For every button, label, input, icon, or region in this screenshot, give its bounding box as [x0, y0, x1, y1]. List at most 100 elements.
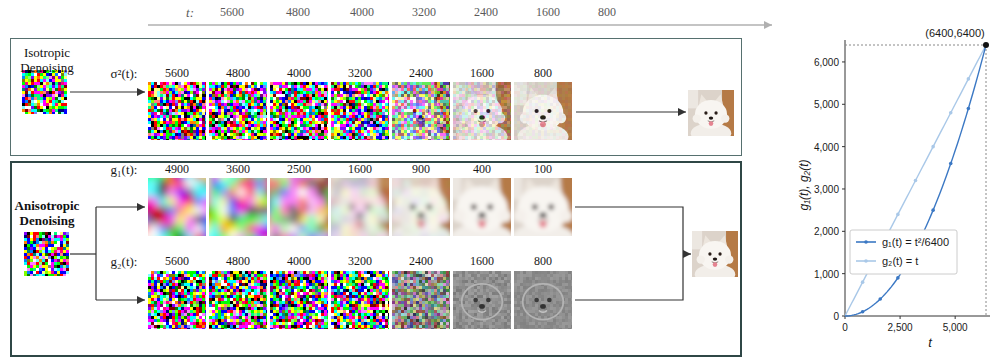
dog-ear: [302, 87, 315, 105]
noise-pixel: [169, 85, 172, 88]
noise-pixel: [273, 121, 276, 124]
noise-pixel: [166, 112, 169, 115]
noise-pixel: [364, 85, 367, 88]
noise-pixel: [370, 118, 373, 121]
noise-pixel: [361, 112, 364, 115]
noise-pixel: [291, 88, 294, 91]
noise-pixel: [36, 253, 39, 256]
noise-pixel: [257, 139, 260, 140]
dog-body: [151, 124, 202, 140]
noise-pixel: [297, 121, 300, 124]
noise-pixel: [48, 247, 51, 250]
noise-pixel: [349, 103, 352, 106]
noise-pixel: [202, 94, 205, 97]
noise-pixel: [196, 82, 199, 85]
noise-pixel: [370, 103, 373, 106]
noise-pixel: [358, 118, 361, 121]
noise-pixel: [340, 85, 343, 88]
noise-pixel: [309, 82, 312, 85]
noise-pixel: [349, 121, 352, 124]
noise-pixel: [199, 118, 202, 121]
noise-pixel: [33, 271, 36, 274]
noise-pixel: [33, 241, 36, 244]
noise-pixel: [151, 109, 154, 112]
noise-pixel: [230, 88, 233, 91]
denoising-step-image: [209, 82, 267, 140]
noise-pixel: [60, 235, 63, 238]
noise-pixel: [199, 130, 202, 133]
noise-pixel: [48, 250, 51, 253]
noise-pixel: [37, 100, 40, 103]
noise-pixel: [43, 76, 46, 79]
noise-pixel: [22, 85, 25, 88]
noise-pixel: [309, 121, 312, 124]
noise-pixel: [25, 79, 28, 82]
noise-pixel: [181, 100, 184, 103]
noise-pixel: [260, 127, 263, 130]
noise-pixel: [370, 115, 373, 118]
noise-layer: [331, 82, 389, 140]
noise-pixel: [294, 91, 297, 94]
noise-pixel: [151, 82, 154, 85]
noise-pixel: [276, 100, 279, 103]
noise-pixel: [36, 274, 39, 276]
noise-pixel: [352, 91, 355, 94]
noise-pixel: [178, 121, 181, 124]
noise-pixel: [263, 109, 266, 112]
noise-pixel: [187, 136, 190, 139]
noise-pixel: [303, 133, 306, 136]
noise-pixel: [349, 88, 352, 91]
noise-pixel: [57, 253, 60, 256]
noise-pixel: [230, 97, 233, 100]
noise-pixel: [270, 85, 273, 88]
noise-pixel: [343, 106, 346, 109]
noise-pixel: [193, 112, 196, 115]
noise-pixel: [48, 253, 51, 256]
noise-pixel: [36, 256, 39, 259]
noise-pixel: [270, 100, 273, 103]
noise-pixel: [190, 82, 193, 85]
noise-pixel: [251, 91, 254, 94]
noise-pixel: [285, 85, 288, 88]
noise-pixel: [358, 94, 361, 97]
noise-pixel: [352, 100, 355, 103]
noise-pixel: [288, 85, 291, 88]
noise-pixel: [199, 136, 202, 139]
noise-pixel: [196, 109, 199, 112]
noise-pixel: [172, 130, 175, 133]
noise-pixel: [315, 118, 318, 121]
noise-pixel: [40, 112, 43, 114]
noise-pixel: [324, 82, 327, 85]
noise-pixel: [233, 115, 236, 118]
noise-pixel: [376, 91, 379, 94]
noise-pixel: [196, 112, 199, 115]
dog-photo: [331, 82, 389, 140]
noise-pixel: [54, 241, 57, 244]
noise-pixel: [324, 103, 327, 106]
noise-pixel: [263, 127, 266, 130]
noise-pixel: [55, 91, 58, 94]
noise-pixel: [157, 118, 160, 121]
noise-pixel: [181, 124, 184, 127]
noise-pixel: [312, 91, 315, 94]
noise-image: [22, 70, 67, 114]
noise-pixel: [245, 82, 248, 85]
noise-pixel: [39, 262, 42, 265]
noise-pixel: [196, 97, 199, 100]
noise-pixel: [266, 130, 267, 133]
noise-pixel: [251, 127, 254, 130]
noise-pixel: [321, 100, 324, 103]
noise-pixel: [382, 94, 385, 97]
noise-pixel: [157, 109, 160, 112]
noise-pixel: [54, 259, 57, 262]
noise-pixel: [157, 130, 160, 133]
noise-pixel: [230, 103, 233, 106]
noise-pixel: [60, 250, 63, 253]
noise-pixel: [312, 106, 315, 109]
noise-pixel: [52, 100, 55, 103]
noise-pixel: [40, 106, 43, 109]
noise-pixel: [273, 85, 276, 88]
noise-pixel: [215, 121, 218, 124]
noise-pixel: [370, 112, 373, 115]
noise-pixel: [242, 133, 245, 136]
